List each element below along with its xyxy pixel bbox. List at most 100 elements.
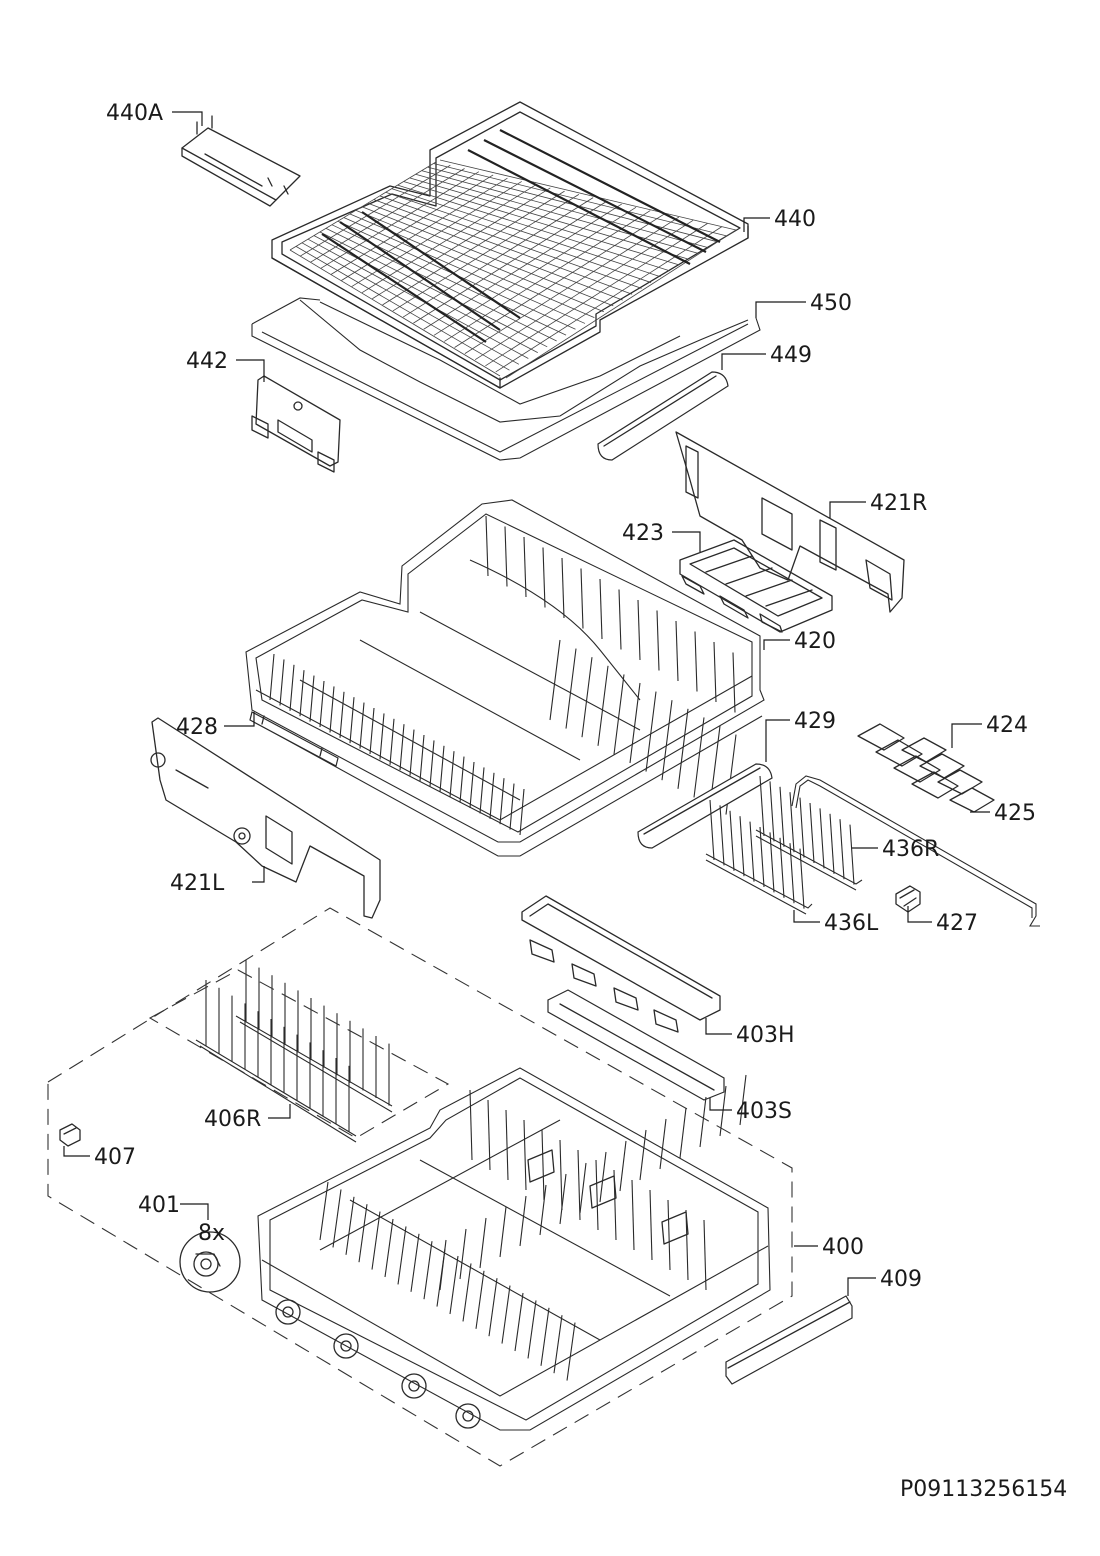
callout-407[interactable]: 407 bbox=[94, 1145, 136, 1170]
line-detail bbox=[789, 792, 795, 853]
part-436R-tine-rack[interactable] bbox=[755, 775, 863, 891]
part-421L-bracket[interactable] bbox=[150, 717, 381, 919]
line-detail bbox=[349, 697, 355, 744]
line-detail bbox=[462, 1263, 472, 1322]
line-detail bbox=[577, 1149, 581, 1221]
line-detail bbox=[629, 682, 641, 764]
callout-421R[interactable]: 421R bbox=[870, 491, 927, 516]
line-detail bbox=[739, 1074, 747, 1126]
line-detail bbox=[439, 1239, 447, 1291]
line-detail bbox=[595, 1159, 599, 1231]
line-detail bbox=[361, 206, 614, 307]
callout-436R[interactable]: 436R bbox=[882, 837, 939, 862]
line-detail bbox=[421, 170, 708, 248]
line-detail bbox=[505, 229, 737, 379]
part-403H-holder[interactable] bbox=[521, 895, 721, 1033]
line-detail bbox=[709, 799, 715, 861]
part-424-clips[interactable] bbox=[857, 723, 995, 813]
line-detail bbox=[474, 219, 694, 361]
callout-401-quantity: 8x bbox=[198, 1221, 225, 1246]
part-450-rail-frame[interactable] bbox=[251, 297, 761, 461]
line-detail bbox=[819, 808, 825, 869]
callout-450[interactable]: 450 bbox=[810, 291, 852, 316]
leader-lines bbox=[63, 111, 990, 1296]
callout-440[interactable]: 440 bbox=[774, 207, 816, 232]
part-407-clip[interactable] bbox=[59, 1123, 81, 1147]
line-detail bbox=[693, 717, 705, 798]
callout-401[interactable]: 401 bbox=[138, 1193, 180, 1218]
line-detail bbox=[566, 1322, 576, 1381]
part-400-lower-basket[interactable] bbox=[257, 1067, 771, 1431]
line-detail bbox=[373, 199, 633, 295]
line-detail bbox=[539, 1184, 547, 1236]
line-detail bbox=[459, 1228, 467, 1280]
callout-425[interactable]: 425 bbox=[994, 801, 1036, 826]
callout-440A[interactable]: 440A bbox=[106, 101, 163, 126]
line-detail bbox=[449, 1255, 459, 1315]
line-detail bbox=[319, 680, 325, 728]
callout-423[interactable]: 423 bbox=[622, 521, 664, 546]
callout-442[interactable]: 442 bbox=[186, 349, 228, 374]
line-detail bbox=[559, 1173, 567, 1225]
callout-403H[interactable]: 403H bbox=[736, 1023, 795, 1048]
line-detail bbox=[540, 1307, 550, 1366]
part-449-end-cap[interactable] bbox=[597, 371, 729, 461]
line-detail bbox=[699, 1096, 707, 1148]
part-406R-tine-rack[interactable] bbox=[195, 960, 393, 1143]
part-409-strip[interactable] bbox=[725, 1295, 853, 1385]
line-detail bbox=[599, 578, 603, 640]
callout-403S[interactable]: 403S bbox=[736, 1099, 792, 1124]
part-436L-tine-rack[interactable] bbox=[705, 799, 813, 915]
line-detail bbox=[523, 1119, 527, 1191]
line-detail bbox=[729, 810, 735, 871]
line-detail bbox=[541, 1129, 545, 1201]
callout-427[interactable]: 427 bbox=[936, 911, 978, 936]
part-440A-cutlery-holder[interactable] bbox=[181, 115, 301, 207]
part-420-upper-basket[interactable] bbox=[245, 499, 765, 857]
callout-406R[interactable]: 406R bbox=[204, 1107, 261, 1132]
line-detail bbox=[433, 163, 727, 237]
line-detail bbox=[677, 708, 689, 789]
part-428-strip[interactable] bbox=[249, 711, 339, 767]
line-detail bbox=[495, 226, 722, 373]
line-detail bbox=[749, 821, 755, 882]
line-detail bbox=[829, 813, 835, 874]
part-427-small-clip[interactable] bbox=[895, 885, 921, 913]
line-detail bbox=[320, 171, 480, 269]
line-detail bbox=[499, 778, 505, 825]
callout-409[interactable]: 409 bbox=[880, 1267, 922, 1292]
part-440-cutlery-tray[interactable] bbox=[271, 101, 749, 389]
line-detail bbox=[367, 202, 623, 301]
line-detail bbox=[371, 1211, 381, 1270]
callout-424[interactable]: 424 bbox=[986, 713, 1028, 738]
part-421R-bracket[interactable] bbox=[675, 431, 905, 613]
callout-421L[interactable]: 421L bbox=[170, 871, 225, 896]
part-425-rod[interactable] bbox=[791, 775, 1040, 927]
line-detail bbox=[789, 843, 795, 904]
part-429-end-cap[interactable] bbox=[637, 763, 773, 849]
line-detail bbox=[313, 235, 538, 353]
callout-428[interactable]: 428 bbox=[176, 715, 218, 740]
line-detail bbox=[382, 190, 565, 306]
callout-449[interactable]: 449 bbox=[770, 343, 812, 368]
line-detail bbox=[295, 246, 510, 371]
part-423-insert[interactable] bbox=[679, 539, 833, 633]
callout-429[interactable]: 429 bbox=[794, 709, 836, 734]
part-403S-strip[interactable] bbox=[547, 989, 725, 1101]
line-detail bbox=[361, 184, 537, 294]
line-detail bbox=[439, 159, 737, 231]
line-detail bbox=[581, 657, 593, 738]
line-detail bbox=[329, 686, 335, 733]
part-401-wheel[interactable] bbox=[179, 1231, 241, 1293]
line-detail bbox=[553, 1315, 563, 1374]
line-detail bbox=[423, 1241, 433, 1300]
line-detail bbox=[423, 203, 622, 330]
line-detail bbox=[519, 1195, 527, 1247]
callout-436L[interactable]: 436L bbox=[824, 911, 879, 936]
part-442-clip[interactable] bbox=[251, 375, 341, 473]
callout-400[interactable]: 400 bbox=[822, 1235, 864, 1260]
line-detail bbox=[310, 168, 465, 263]
line-detail bbox=[385, 192, 652, 283]
callout-420[interactable]: 420 bbox=[794, 629, 836, 654]
callout-labels: 440A 440 450 442 449 421R 423 420 428 42… bbox=[94, 101, 1036, 1292]
